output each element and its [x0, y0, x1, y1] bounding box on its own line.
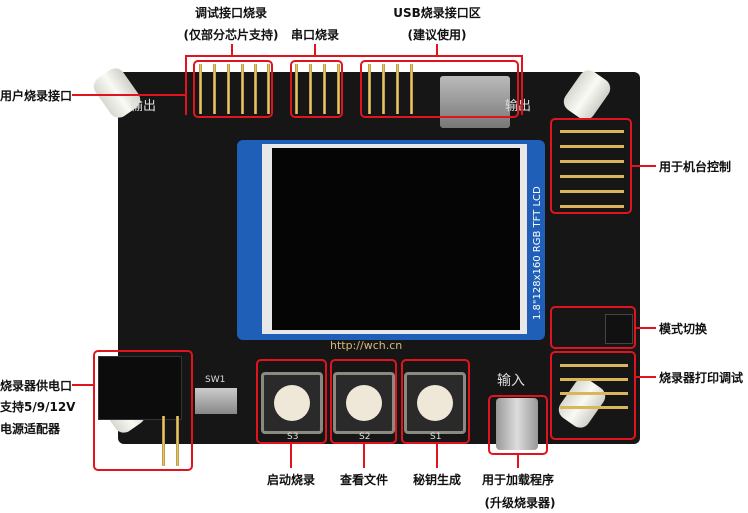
url-silk: http://wch.cn: [330, 339, 403, 352]
debug-header-box: [193, 60, 273, 118]
label-serial-burn: 串口烧录: [290, 28, 340, 42]
serial-header-box: [290, 60, 343, 118]
label-load-program: 用于加载程序: [481, 473, 555, 487]
label-power-support: 支持5/9/12V: [0, 400, 76, 414]
machine-control-box: [550, 118, 632, 214]
lcd-screen: [272, 148, 520, 330]
input-silk: 输入: [497, 373, 525, 389]
label-start-burn: 启动烧录: [266, 473, 316, 487]
label-usb-burn: USB烧录接口区: [393, 6, 481, 20]
button-s2[interactable]: [333, 372, 395, 434]
label-key-gen: 秘钥生成: [412, 473, 462, 487]
key-button-box: [401, 359, 470, 444]
label-view-file: 查看文件: [339, 473, 389, 487]
power-switch: [195, 388, 237, 414]
output-silk: 输出: [130, 99, 157, 114]
label-usb-note: (建议使用): [407, 28, 467, 42]
jumper: [605, 314, 633, 344]
print-debug-box: [550, 351, 636, 440]
label-print-debug: 烧录器打印调试: [659, 371, 744, 385]
dc-jack: [98, 356, 182, 420]
view-button-box: [330, 359, 397, 444]
label-machine-control: 用于机台控制: [659, 160, 732, 174]
usb-c-box: [488, 395, 548, 455]
label-power-adapter: 电源适配器: [0, 422, 61, 436]
button-s1[interactable]: [404, 372, 466, 434]
sw-silk: SW1: [205, 375, 226, 385]
label-debug-note: (仅部分芯片支持): [183, 28, 279, 42]
s2-silk: S2: [359, 432, 371, 442]
start-button-box: [256, 359, 327, 444]
mode-switch-box: [550, 306, 636, 349]
s3-silk: S3: [287, 432, 299, 442]
label-debug-burn: 调试接口烧录: [194, 6, 268, 20]
label-power-port: 烧录器供电口: [0, 379, 73, 393]
label-user-port: 用户烧录接口: [0, 89, 73, 103]
usb-area-box: [360, 60, 519, 118]
button-s3[interactable]: [261, 372, 323, 434]
power-port-box: [93, 350, 193, 471]
s1-silk: S1: [430, 432, 442, 442]
label-upgrade-note: (升级烧录器): [484, 496, 556, 510]
usb-a-port: [440, 76, 510, 128]
usb-c-port: [496, 398, 538, 450]
label-mode-switch: 模式切换: [659, 322, 708, 336]
lcd-silk: 1.8"128x160 RGB TFT LCD: [532, 186, 543, 320]
